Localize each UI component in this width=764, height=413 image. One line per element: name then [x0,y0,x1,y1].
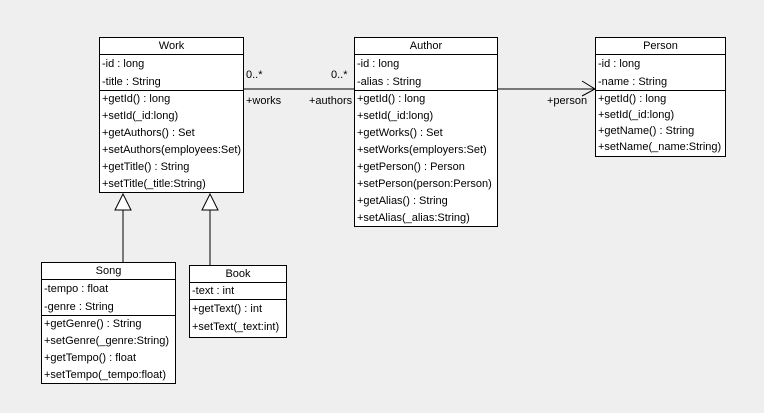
class-person-title[interactable]: Person [596,38,725,55]
method[interactable]: +setTitle(_title:String) [102,178,206,190]
method[interactable]: +getPerson() : Person [357,161,465,173]
attribute[interactable]: -text : int [192,285,235,297]
attribute[interactable]: -name : String [598,76,668,88]
method[interactable]: +setTempo(_tempo:float) [44,369,166,381]
class-author-title[interactable]: Author [355,38,497,55]
method[interactable]: +getId() : long [598,93,667,105]
method[interactable]: +setId(_id:long) [357,110,434,122]
attribute[interactable]: -alias : String [357,76,422,88]
method[interactable]: +getId() : long [102,93,171,105]
attribute[interactable]: -id : long [357,58,400,70]
method[interactable]: +setWorks(employers:Set) [357,144,487,156]
class-book[interactable]: Book -text : int +getText() : int +setTe… [189,265,287,338]
method[interactable]: +getTempo() : float [44,352,137,364]
method[interactable]: +setName(_name:String) [598,141,722,153]
class-song[interactable]: Song -tempo : float -genre : String +get… [41,262,176,384]
class-book-attributes: -text : int [190,283,286,300]
method[interactable]: +getGenre() : String [44,318,142,330]
generalization-arrowhead-song [114,192,132,211]
attribute[interactable]: -id : long [102,58,145,70]
method[interactable]: +setAlias(_alias:String) [357,212,470,224]
method[interactable]: +getAlias() : String [357,195,448,207]
class-author[interactable]: Author -id : long -alias : String +getId… [354,37,498,227]
method[interactable]: +getAuthors() : Set [102,127,195,139]
method[interactable]: +getName() : String [598,125,695,137]
attribute[interactable]: -id : long [598,58,641,70]
class-person-methods: +getId() : long +setId(_id:long) +getNam… [596,91,725,157]
class-work-attributes: -id : long -title : String [100,55,243,91]
class-song-title[interactable]: Song [42,263,175,280]
multiplicity-author-end[interactable]: 0..* [331,69,348,81]
class-book-title[interactable]: Book [190,266,286,283]
method[interactable]: +setPerson(person:Person) [357,178,492,190]
attribute[interactable]: -tempo : float [44,283,109,295]
method[interactable]: +getId() : long [357,93,426,105]
method[interactable]: +setAuthors(employees:Set) [102,144,242,156]
class-author-attributes: -id : long -alias : String [355,55,497,91]
class-work[interactable]: Work -id : long -title : String +getId()… [99,37,244,193]
attribute[interactable]: -genre : String [44,301,114,313]
method[interactable]: +getText() : int [192,303,263,315]
attribute[interactable]: -title : String [102,76,161,88]
method[interactable]: +setId(_id:long) [102,110,179,122]
class-work-methods: +getId() : long +setId(_id:long) +getAut… [100,91,243,193]
method[interactable]: +setGenre(_genre:String) [44,335,170,347]
class-author-methods: +getId() : long +setId(_id:long) +getWor… [355,91,497,227]
method[interactable]: +setId(_id:long) [598,109,675,121]
class-person-attributes: -id : long -name : String [596,55,725,91]
class-work-title[interactable]: Work [100,38,243,55]
role-label-authors[interactable]: +authors [309,95,353,107]
method[interactable]: +getWorks() : Set [357,127,443,139]
class-person[interactable]: Person -id : long -name : String +getId(… [595,37,726,157]
role-label-person[interactable]: +person [547,95,588,107]
generalization-arrowhead-book [201,192,219,211]
method[interactable]: +setText(_text:int) [192,321,280,333]
method[interactable]: +getTitle() : String [102,161,190,173]
class-song-attributes: -tempo : float -genre : String [42,280,175,316]
multiplicity-work-end[interactable]: 0..* [246,69,263,81]
class-song-methods: +getGenre() : String +setGenre(_genre:St… [42,316,175,384]
class-book-methods: +getText() : int +setText(_text:int) [190,300,286,337]
role-label-works[interactable]: +works [246,95,282,107]
